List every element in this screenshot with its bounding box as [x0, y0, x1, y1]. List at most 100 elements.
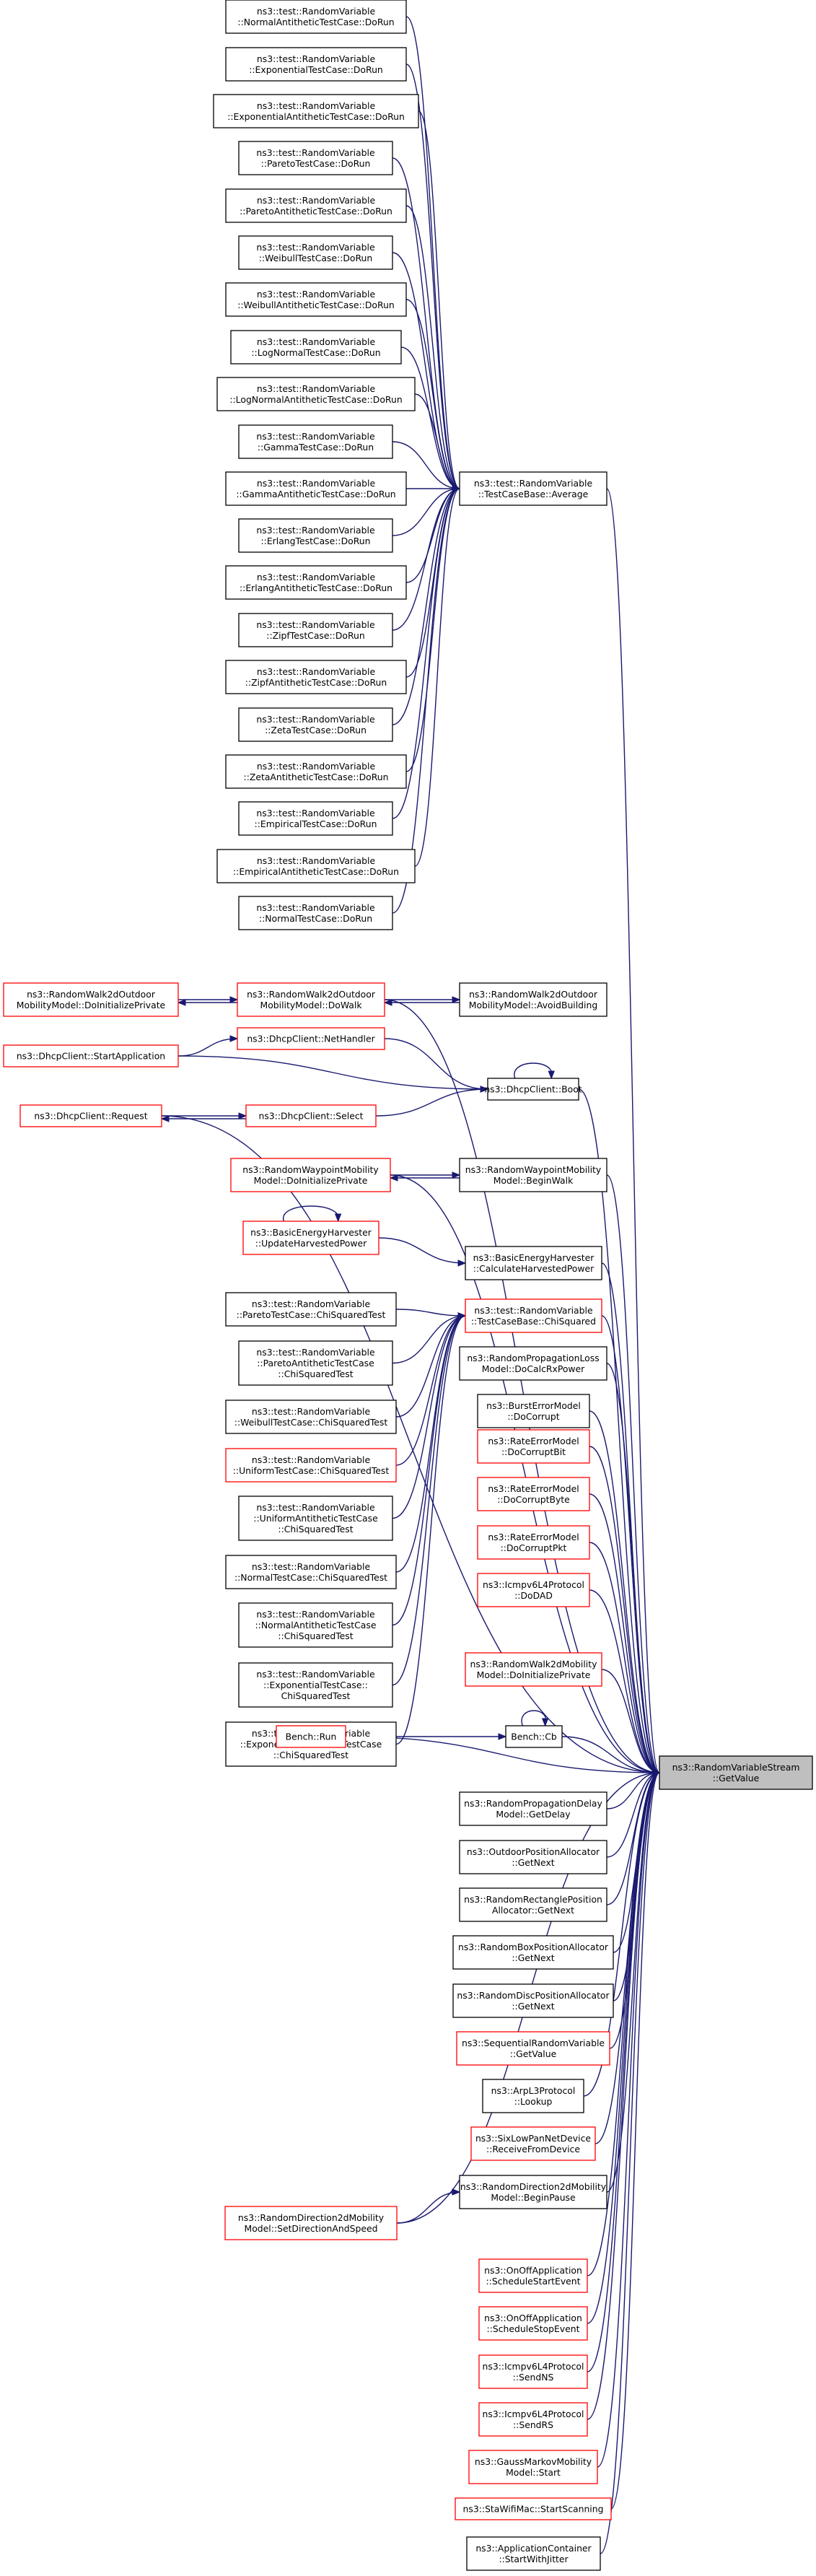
node-box: [225, 1292, 397, 1327]
node-box: [452, 1983, 614, 2018]
node-n14[interactable]: ns3::test::RandomVariable::ZipfTestCase:…: [238, 613, 393, 647]
node-box: [19, 1104, 162, 1127]
node-n15[interactable]: ns3::test::RandomVariable::ZipfAntitheti…: [225, 660, 407, 694]
node-rd2d-pause[interactable]: ns3::RandomDirection2dMobilityModel::Beg…: [459, 2175, 607, 2209]
node-box: [225, 0, 407, 34]
node-n17[interactable]: ns3::test::RandomVariable::ZetaAntitheti…: [225, 754, 407, 789]
node-box: [470, 2126, 596, 2161]
node-box: [477, 1394, 590, 1428]
node-dhcp-net[interactable]: ns3::DhcpClient::NetHandler: [237, 1027, 385, 1050]
node-onoff-start[interactable]: ns3::OnOffApplication::ScheduleStartEven…: [478, 2258, 588, 2293]
node-c4[interactable]: ns3::test::RandomVariable::UniformTestCa…: [225, 1448, 397, 1483]
node-rwp-begin[interactable]: ns3::RandomWaypointMobilityModel::BeginW…: [459, 1158, 607, 1192]
node-prop-delay[interactable]: ns3::RandomPropagationDelayModel::GetDel…: [459, 1791, 607, 1826]
node-target[interactable]: ns3::RandomVariableStream::GetValue: [659, 1755, 813, 1790]
node-label-line: ::ReceiveFromDevice: [486, 2144, 580, 2154]
node-n1[interactable]: ns3::test::RandomVariable::NormalAntithe…: [225, 0, 407, 34]
node-n9[interactable]: ns3::test::RandomVariable::LogNormalAnti…: [216, 377, 416, 411]
node-n7[interactable]: ns3::test::RandomVariable::WeibullAntith…: [225, 282, 407, 317]
node-label-line: ns3::RateErrorModel: [488, 1436, 579, 1446]
node-bench-cb[interactable]: Bench::Cb: [505, 1725, 563, 1748]
edge-outdoor_pos-to-target: [606, 1772, 660, 1858]
node-rd2d-set[interactable]: ns3::RandomDirection2dMobilityModel::Set…: [224, 2206, 398, 2240]
edge-dhcp_sel-to-dhcp_boot-arrowhead: [480, 1086, 489, 1093]
edge-rd2d_pause-to-target: [606, 1772, 660, 2193]
node-n13[interactable]: ns3::test::RandomVariable::ErlangAntithe…: [225, 565, 407, 600]
edge-avg-to-target: [606, 488, 660, 1773]
node-label-line: ns3::test::RandomVariable: [252, 1454, 370, 1465]
node-dhcp-sel[interactable]: ns3::DhcpClient::Select: [245, 1104, 377, 1127]
node-rate-bit[interactable]: ns3::RateErrorModel::DoCorruptBit: [477, 1429, 590, 1464]
node-sta-scan[interactable]: ns3::StaWifiMac::StartScanning: [455, 2497, 612, 2520]
node-beh-upd[interactable]: ns3::BasicEnergyHarvester::UpdateHarvest…: [242, 1221, 380, 1255]
node-seq-rv[interactable]: ns3::SequentialRandomVariable::GetValue: [456, 2031, 610, 2066]
node-sixlow[interactable]: ns3::SixLowPanNetDevice::ReceiveFromDevi…: [470, 2126, 596, 2161]
node-prop-loss[interactable]: ns3::RandomPropagationLossModel::DoCalcR…: [459, 1346, 607, 1381]
node-box: [238, 707, 393, 742]
edge-dhcp_start-to-dhcp_net-arrowhead: [229, 1035, 239, 1042]
node-label-line: ::ParetoTestCase::DoRun: [261, 158, 371, 169]
node-n16[interactable]: ns3::test::RandomVariable::ZetaTestCase:…: [238, 707, 393, 742]
node-n5[interactable]: ns3::test::RandomVariable::ParetoAntithe…: [225, 188, 407, 223]
node-label-line: ::TestCaseBase::Average: [478, 489, 588, 499]
node-chi[interactable]: ns3::test::RandomVariable::TestCaseBase:…: [465, 1298, 602, 1333]
node-c7[interactable]: ns3::test::RandomVariable::NormalAntithe…: [238, 1602, 393, 1648]
node-n19[interactable]: ns3::test::RandomVariable::EmpiricalAnti…: [216, 849, 416, 883]
node-label-line: Model::DoInitializePrivate: [254, 1175, 368, 1186]
node-arp[interactable]: ns3::ArpL3Protocol::Lookup: [482, 2079, 584, 2113]
node-rate-pkt[interactable]: ns3::RateErrorModel::DoCorruptPkt: [477, 1525, 590, 1560]
edge-rw_avoid-to-rw_walk-arrowhead: [383, 999, 392, 1006]
node-rate-byte[interactable]: ns3::RateErrorModel::DoCorruptByte: [477, 1477, 590, 1511]
edge-c1-to-chi: [395, 1309, 466, 1317]
node-rw-init[interactable]: ns3::RandomWalk2dOutdoorMobilityModel::D…: [3, 982, 179, 1017]
node-dhcp-boot[interactable]: ns3::DhcpClient::Boot: [484, 1078, 582, 1101]
node-label-line: ns3::BasicEnergyHarvester: [473, 1252, 595, 1263]
node-box: [225, 754, 407, 789]
node-app-jitter[interactable]: ns3::ApplicationContainer::StartWithJitt…: [466, 2536, 601, 2571]
node-bench-run[interactable]: Bench::Run: [276, 1725, 346, 1748]
node-c2[interactable]: ns3::test::RandomVariable::ParetoAntithe…: [238, 1340, 393, 1386]
node-c8[interactable]: ns3::test::RandomVariable::ExponentialTe…: [238, 1662, 393, 1708]
node-onoff-stop[interactable]: ns3::OnOffApplication::ScheduleStopEvent: [478, 2306, 588, 2341]
node-label-line: ns3::test::RandomVariable: [257, 100, 375, 111]
node-icmp-ns[interactable]: ns3::Icmpv6L4Protocol::SendNS: [478, 2354, 588, 2389]
node-burst[interactable]: ns3::BurstErrorModel::DoCorrupt: [477, 1394, 590, 1428]
node-icmp-rs[interactable]: ns3::Icmpv6L4Protocol::SendRS: [478, 2402, 588, 2437]
node-n2[interactable]: ns3::test::RandomVariable::ExponentialTe…: [225, 47, 407, 82]
node-rwp-init[interactable]: ns3::RandomWaypointMobilityModel::DoInit…: [230, 1158, 391, 1192]
node-label-line: ::ExponentialAntitheticTestCase::DoRun: [227, 111, 405, 122]
node-c6[interactable]: ns3::test::RandomVariable::NormalTestCas…: [225, 1555, 397, 1589]
node-n4[interactable]: ns3::test::RandomVariable::ParetoTestCas…: [238, 141, 393, 175]
node-icmp-dad[interactable]: ns3::Icmpv6L4Protocol::DoDAD: [477, 1573, 590, 1607]
node-n3[interactable]: ns3::test::RandomVariable::ExponentialAn…: [213, 94, 419, 128]
node-n8[interactable]: ns3::test::RandomVariable::LogNormalTest…: [230, 330, 402, 364]
node-rw-avoid[interactable]: ns3::RandomWalk2dOutdoorMobilityModel::A…: [459, 982, 607, 1017]
node-label-line: ns3::RandomWalk2dOutdoor: [247, 989, 376, 1000]
node-n6[interactable]: ns3::test::RandomVariable::WeibullTestCa…: [238, 235, 393, 270]
node-rect-pos[interactable]: ns3::RandomRectanglePositionAllocator::G…: [459, 1887, 607, 1922]
node-dhcp-req[interactable]: ns3::DhcpClient::Request: [19, 1104, 162, 1127]
node-outdoor-pos[interactable]: ns3::OutdoorPositionAllocator::GetNext: [459, 1840, 607, 1874]
node-c5[interactable]: ns3::test::RandomVariable::UniformAntith…: [238, 1496, 393, 1541]
node-rw2d-init[interactable]: ns3::RandomWalk2dMobilityModel::DoInitia…: [465, 1652, 602, 1687]
node-label-line: ::WeibullTestCase::ChiSquaredTest: [234, 1417, 388, 1428]
node-label-line: Model::DoCalcRxPower: [482, 1363, 585, 1374]
node-label-line: ns3::RandomRectanglePosition: [464, 1894, 602, 1905]
node-label-line: ns3::DhcpClient::Select: [258, 1111, 363, 1122]
edge-app_jitter-to-target: [600, 1772, 660, 2554]
node-box-pos[interactable]: ns3::RandomBoxPositionAllocator::GetNext: [452, 1935, 614, 1970]
node-disc-pos[interactable]: ns3::RandomDiscPositionAllocator::GetNex…: [452, 1983, 614, 2018]
edge-dhcp_sel-to-dhcp_req-arrowhead: [160, 1115, 170, 1122]
node-n20[interactable]: ns3::test::RandomVariable::NormalTestCas…: [238, 896, 393, 930]
node-n12[interactable]: ns3::test::RandomVariable::ErlangTestCas…: [238, 518, 393, 553]
node-n18[interactable]: ns3::test::RandomVariable::EmpiricalTest…: [238, 801, 393, 836]
node-dhcp-start[interactable]: ns3::DhcpClient::StartApplication: [3, 1044, 179, 1067]
node-c1[interactable]: ns3::test::RandomVariable::ParetoTestCas…: [225, 1292, 397, 1327]
node-beh-calc[interactable]: ns3::BasicEnergyHarvester::CalculateHarv…: [465, 1246, 602, 1280]
node-n10[interactable]: ns3::test::RandomVariable::GammaTestCase…: [238, 424, 393, 459]
node-avg[interactable]: ns3::test::RandomVariable::TestCaseBase:…: [459, 471, 607, 506]
node-n11[interactable]: ns3::test::RandomVariable::GammaAntithet…: [225, 471, 407, 506]
node-rw-walk[interactable]: ns3::RandomWalk2dOutdoorMobilityModel::D…: [237, 982, 385, 1017]
node-c3[interactable]: ns3::test::RandomVariable::WeibullTestCa…: [225, 1400, 397, 1434]
